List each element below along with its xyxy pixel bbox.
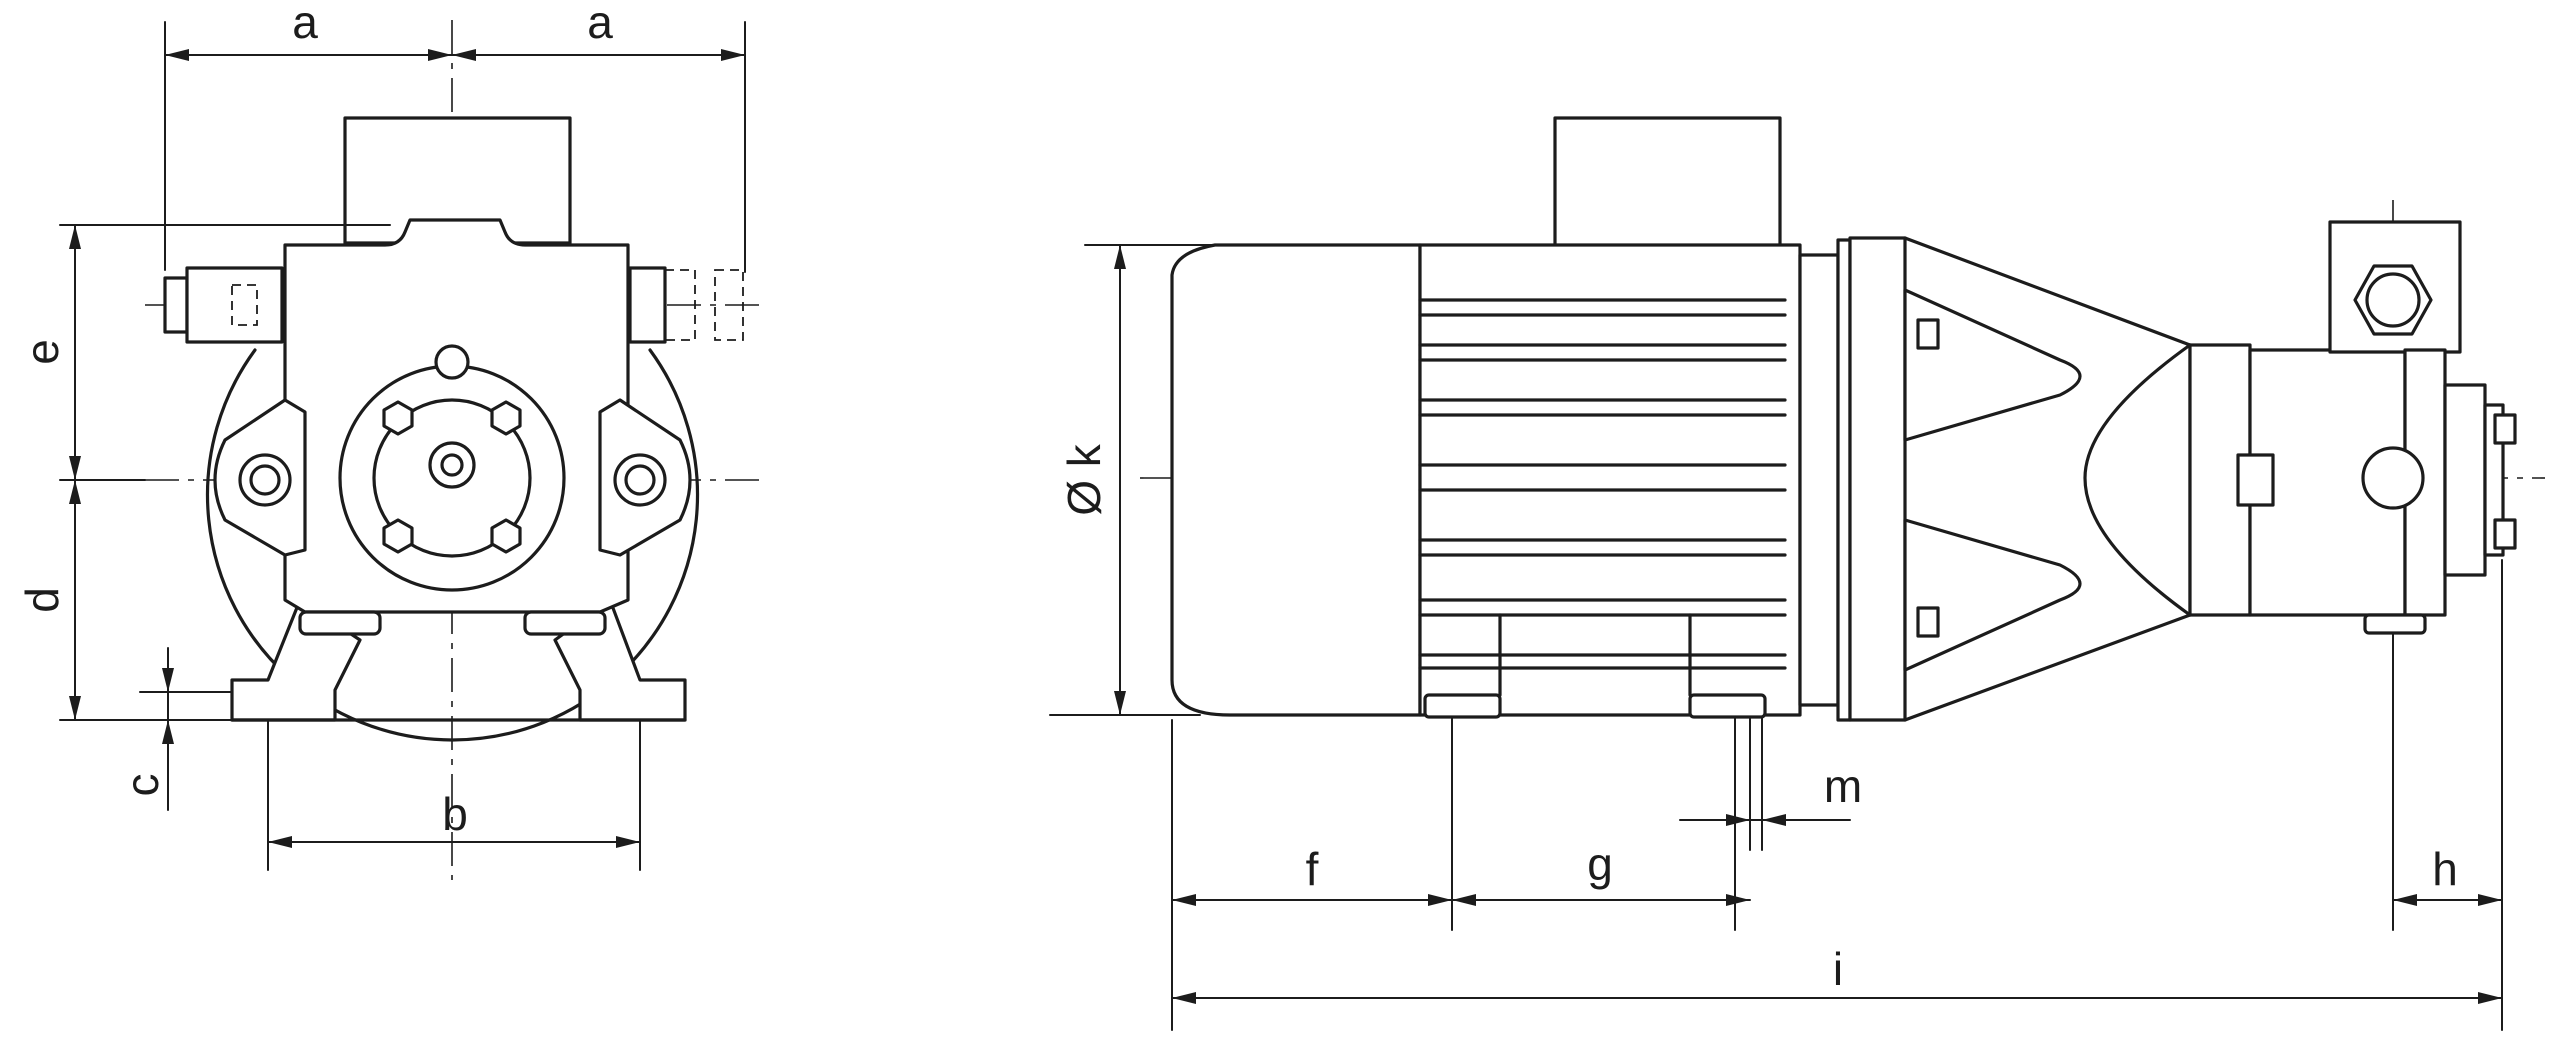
left-lug-bolt — [238, 453, 292, 507]
flange-port — [428, 441, 476, 489]
dim-label-f: f — [1306, 843, 1319, 895]
outlet-port — [2361, 446, 2425, 510]
pump-foot — [2363, 613, 2427, 635]
right-connector-hidden — [664, 269, 696, 341]
dim-label-g: g — [1587, 838, 1613, 890]
m-arrow-left — [1726, 814, 1750, 826]
fan-cover — [1170, 243, 1422, 717]
lantern-bracket — [1848, 236, 2192, 722]
motor-foot-right — [1688, 693, 1767, 719]
a-arrow-4 — [721, 49, 745, 61]
flange-bolt-3 — [382, 518, 414, 554]
flange-port-inner — [440, 453, 464, 477]
end-cap — [2443, 383, 2487, 577]
right-lug-bolt-inner — [624, 464, 656, 496]
e-arrow-top — [69, 225, 81, 249]
c-arrow-bottom — [162, 720, 174, 744]
motor-housing-circle — [205, 348, 700, 742]
dim-label-a-left: a — [292, 0, 318, 48]
m-arrow-right — [1762, 814, 1786, 826]
inlet-port — [2365, 272, 2421, 328]
left-lug-bolt-inner — [249, 464, 281, 496]
dim-label-a-right: a — [587, 0, 613, 48]
a-arrow-1 — [165, 49, 189, 61]
motor-flange-edge — [1836, 238, 1852, 722]
b-arrow-left — [268, 836, 292, 848]
g-arrow-left — [1452, 894, 1476, 906]
front-view: a a e d c b — [16, 0, 760, 880]
h-arrow-left — [2393, 894, 2417, 906]
motor-body — [1418, 243, 1802, 717]
right-foot-nut — [523, 610, 607, 636]
dim-label-d: d — [16, 587, 68, 613]
i-arrow-right — [2478, 992, 2502, 1004]
dim-label-c: c — [116, 774, 168, 797]
right-lug-bolt — [613, 453, 667, 507]
dim-label-m: m — [1824, 760, 1862, 812]
flange-bolt-2 — [490, 400, 522, 436]
flange-ring — [372, 398, 532, 558]
left-connector — [185, 266, 284, 344]
dim-label-e: e — [16, 339, 68, 365]
right-connector — [628, 266, 667, 344]
end-cap-bolt-bottom — [2493, 518, 2517, 550]
i-arrow-left — [1172, 992, 1196, 1004]
e-arrow-bottom — [69, 456, 81, 480]
d-arrow-bottom — [69, 696, 81, 720]
dim-label-h: h — [2432, 843, 2458, 895]
dim-label-i: i — [1833, 943, 1843, 995]
motor-fins — [1418, 298, 1787, 670]
lantern-bolt-top — [1916, 318, 1940, 350]
left-nut-outer — [163, 276, 189, 334]
lantern-bolt-bottom — [1916, 606, 1940, 638]
f-arrow-left — [1172, 894, 1196, 906]
casing-plug — [2236, 453, 2275, 507]
dim-label-b: b — [442, 788, 468, 840]
left-connector-hidden — [231, 284, 258, 326]
k-arrow-top — [1114, 245, 1126, 269]
a-arrow-2 — [428, 49, 452, 61]
d-arrow-top — [69, 480, 81, 504]
side-view: Ø k f g m h i — [1049, 116, 2545, 1031]
c-arrow-top — [162, 668, 174, 692]
flange-bolt-4 — [490, 518, 522, 554]
f-arrow-right — [1428, 894, 1452, 906]
a-arrow-3 — [452, 49, 476, 61]
b-arrow-right — [616, 836, 640, 848]
motor-foot-left — [1423, 693, 1502, 719]
h-arrow-right — [2478, 894, 2502, 906]
lantern-window-bottom — [1903, 518, 2082, 672]
flange-top-hole — [434, 344, 470, 380]
end-cap-bolt-top — [2493, 413, 2517, 445]
k-arrow-bottom — [1114, 691, 1126, 715]
left-foot-nut — [298, 610, 382, 636]
g-arrow-right — [1726, 894, 1750, 906]
lantern-rib — [2083, 343, 2192, 617]
flange-bolt-1 — [382, 400, 414, 436]
motor-flange-ring — [1798, 253, 1840, 707]
dim-label-k: Ø k — [1058, 443, 1110, 516]
right-connector-hidden-2 — [714, 269, 744, 341]
lantern-window-top — [1903, 288, 2082, 442]
